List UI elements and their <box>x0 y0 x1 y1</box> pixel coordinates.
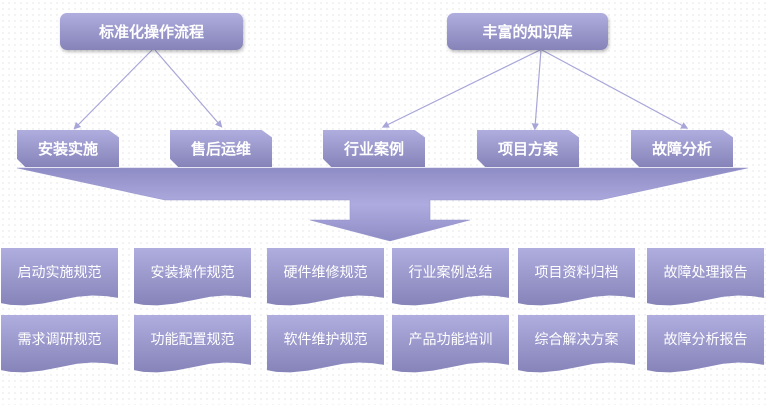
node-industry-cases: 行业案例 <box>323 130 425 167</box>
connector-line <box>154 49 223 128</box>
node-standard-process: 标准化操作流程 <box>60 13 243 50</box>
connector-line <box>541 49 689 129</box>
connector-line <box>381 49 541 128</box>
doc-box: 软件维护规范 <box>267 315 384 373</box>
node-after-sales: 售后运维 <box>170 130 272 167</box>
node-knowledge-base: 丰富的知识库 <box>447 13 608 50</box>
doc-box: 功能配置规范 <box>134 315 251 373</box>
connector-line <box>73 49 153 130</box>
connector-line <box>531 49 542 131</box>
node-installation: 安装实施 <box>17 130 119 167</box>
doc-box: 硬件维修规范 <box>267 248 384 306</box>
merge-arrow <box>16 167 749 242</box>
node-fault-analysis: 故障分析 <box>631 130 733 167</box>
node-project-plans: 项目方案 <box>477 130 579 167</box>
